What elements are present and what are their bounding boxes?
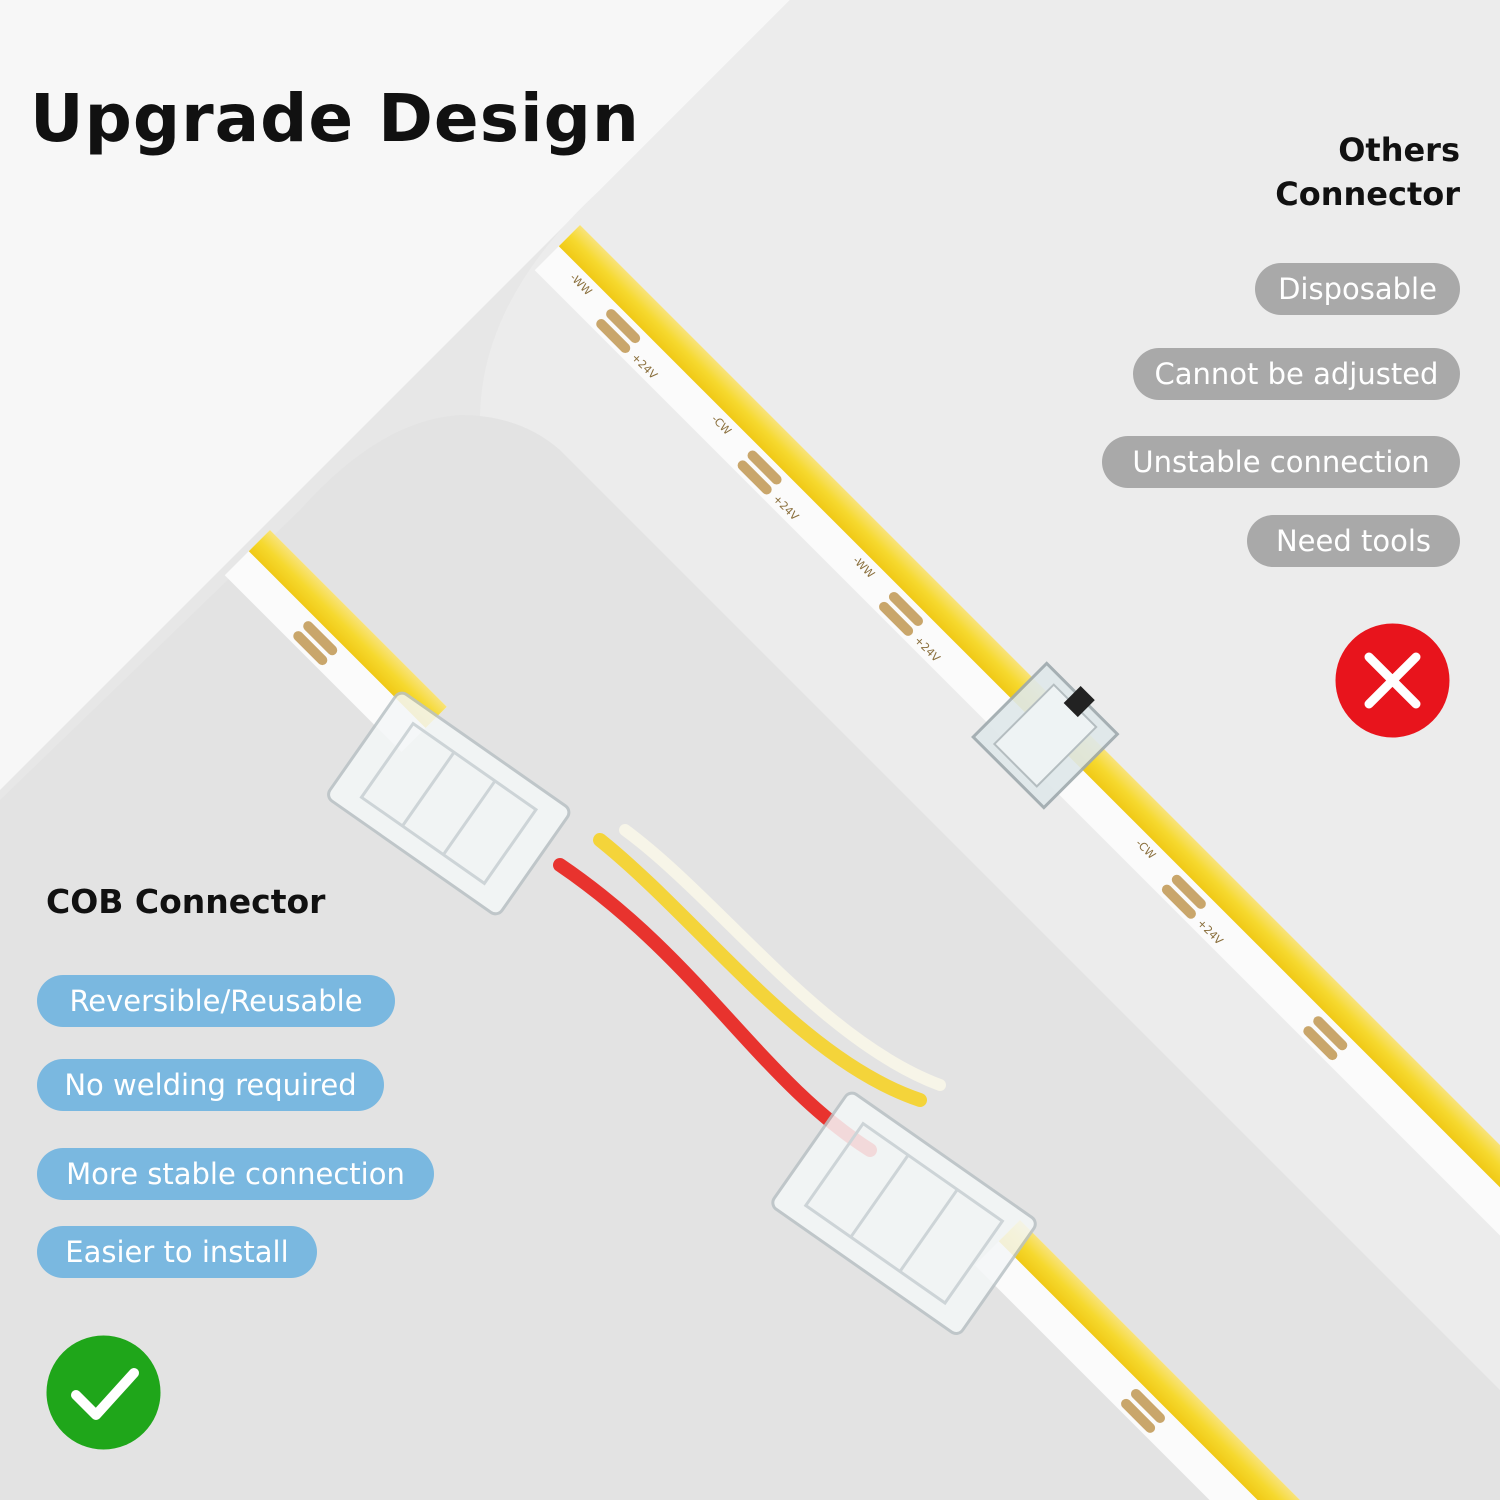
others-feature-unstable: Unstable connection — [1102, 436, 1460, 488]
cross-icon — [1335, 623, 1450, 738]
cob-feature-reusable: Reversible/Reusable — [37, 975, 395, 1027]
upper-led-strip: -WW+24V -CW+24V -WW+24V -CW+24V — [534, 225, 1500, 1317]
others-title-line2: Connector — [1275, 175, 1460, 213]
others-feature-disposable: Disposable — [1255, 263, 1460, 315]
cob-feature-stable: More stable connection — [37, 1148, 434, 1200]
cob-connector-bottom — [771, 1091, 1037, 1335]
others-title-line1: Others — [1338, 131, 1460, 169]
check-icon — [46, 1335, 161, 1450]
page-title: Upgrade Design — [30, 80, 640, 157]
cob-feature-no-welding: No welding required — [37, 1059, 384, 1111]
cob-connector-top — [327, 691, 571, 916]
others-connector — [971, 661, 1120, 810]
others-connector-title: Others Connector — [1275, 128, 1460, 216]
cob-strip-left — [224, 530, 447, 753]
cob-feature-easy-install: Easier to install — [37, 1226, 317, 1278]
others-feature-need-tools: Need tools — [1247, 515, 1460, 567]
cob-strip-right — [974, 1220, 1317, 1500]
others-feature-not-adjustable: Cannot be adjusted — [1133, 348, 1460, 400]
cob-connector-title: COB Connector — [46, 882, 326, 921]
